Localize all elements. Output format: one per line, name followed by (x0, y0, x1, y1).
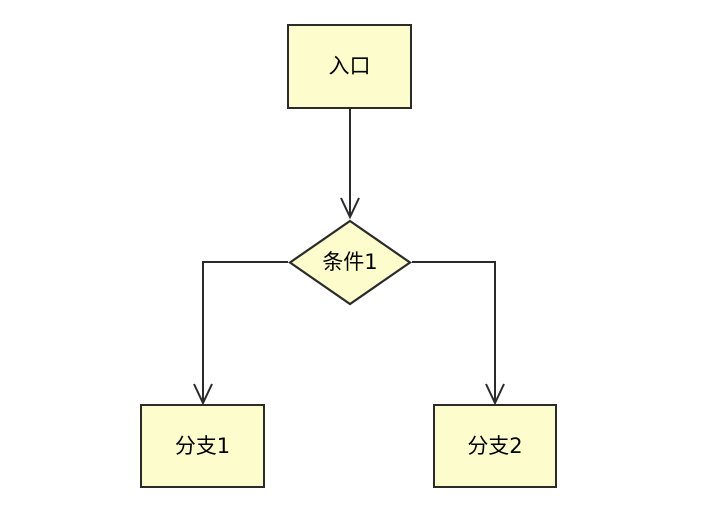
flowchart-node-branch1-label: 分支1 (174, 433, 231, 458)
edge-cond-to-branch1 (193, 261, 288, 406)
flowchart-node-entry[interactable]: 入口 (287, 24, 412, 109)
flowchart-node-branch2[interactable]: 分支2 (433, 404, 557, 488)
diamond-shape-icon (288, 219, 412, 306)
edge-entry-to-cond (340, 109, 360, 220)
flowchart-node-branch2-label: 分支2 (467, 433, 523, 458)
edge-cond-to-branch2 (412, 261, 505, 406)
flowchart-node-branch1[interactable]: 分支1 (140, 404, 265, 488)
flowchart-node-condition[interactable]: 条件1 (288, 219, 412, 306)
flowchart-node-entry-label: 入口 (328, 54, 371, 78)
